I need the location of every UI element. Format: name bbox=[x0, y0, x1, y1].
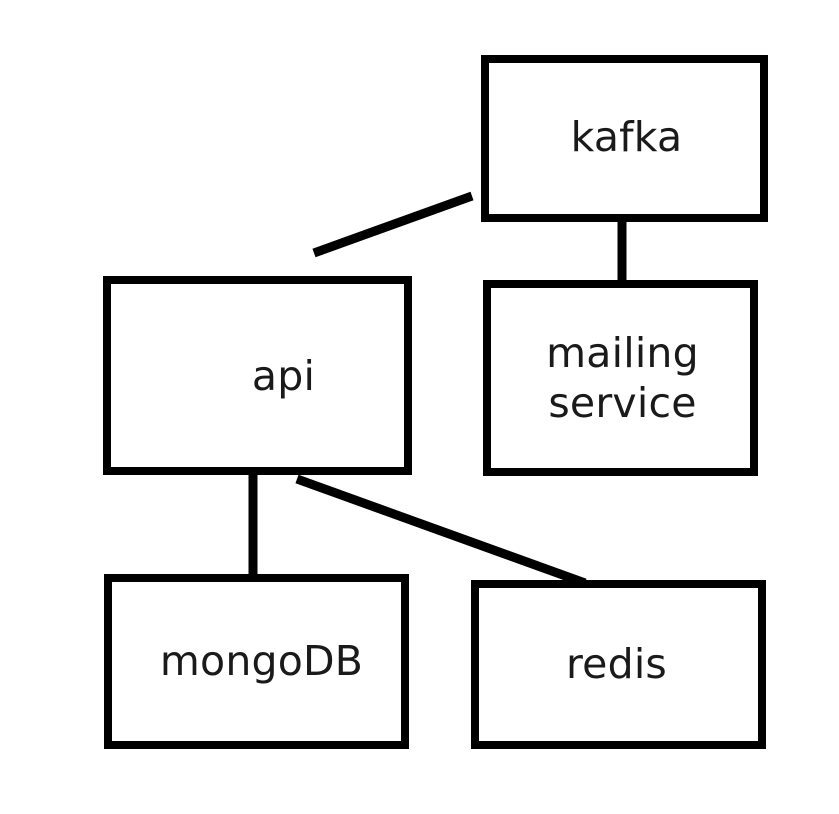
node-mailing-service-label: mailing service bbox=[546, 328, 699, 427]
edge-api-redis bbox=[295, 474, 587, 588]
node-mongodb[interactable]: mongoDB bbox=[104, 574, 409, 749]
node-mongodb-label: mongoDB bbox=[159, 637, 364, 686]
edge-kafka-api bbox=[312, 191, 474, 258]
node-redis[interactable]: redis bbox=[471, 580, 766, 749]
node-redis-label: redis bbox=[566, 640, 667, 689]
node-kafka[interactable]: kafka bbox=[481, 55, 768, 222]
node-kafka-label: kafka bbox=[570, 113, 683, 162]
node-api-label: api bbox=[251, 352, 316, 401]
node-api[interactable]: api bbox=[103, 276, 412, 475]
node-mailing-service[interactable]: mailing service bbox=[483, 280, 758, 476]
